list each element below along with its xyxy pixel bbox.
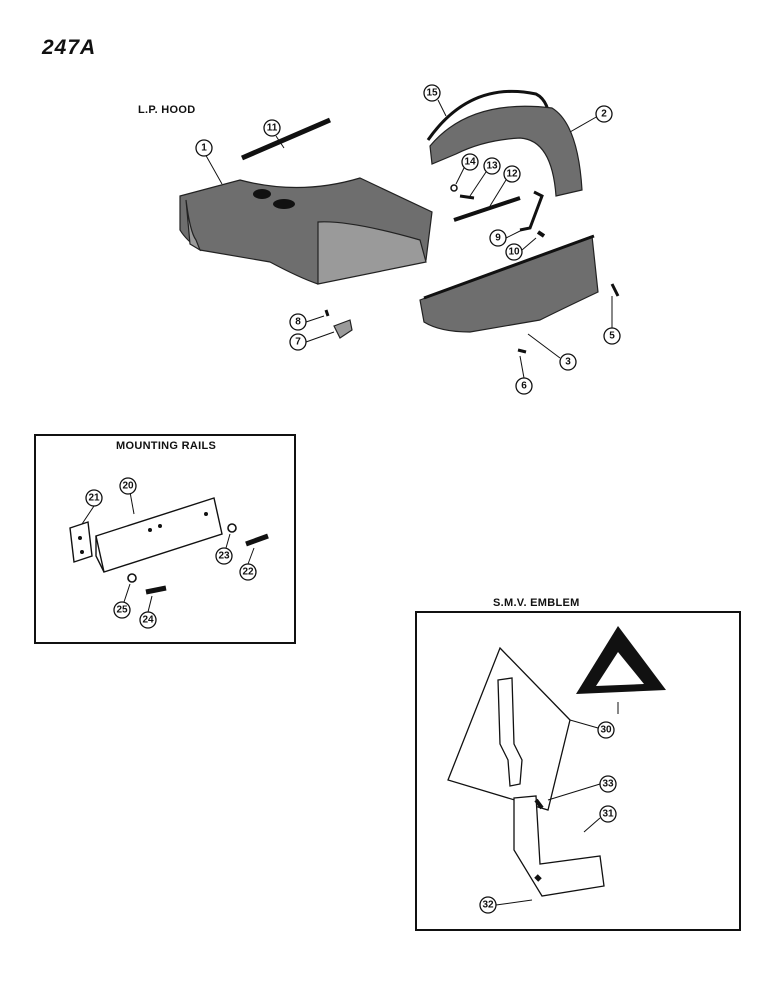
lower-panel-part-3 <box>419 235 599 333</box>
callout-33: 33 <box>602 779 614 790</box>
fastener-part-13 <box>459 194 475 200</box>
bolt-part-5 <box>610 283 620 297</box>
callout-2: 2 <box>601 109 607 120</box>
bolt-part-6 <box>517 348 527 354</box>
callout-32: 32 <box>482 900 494 911</box>
emblem-part-30 <box>447 646 571 811</box>
rail-part-20 <box>95 497 223 573</box>
bolt-part-10 <box>536 230 546 238</box>
smv-emblem-title: S.M.V. EMBLEM <box>493 597 580 609</box>
bolt-part-24 <box>145 585 167 595</box>
callout-21: 21 <box>88 493 100 504</box>
bolt-part-8 <box>324 309 330 317</box>
callout-9: 9 <box>495 233 501 244</box>
rod-part-12 <box>453 196 521 222</box>
callout-14: 14 <box>464 157 476 168</box>
callout-8: 8 <box>295 317 301 328</box>
clip-part-7 <box>333 319 353 339</box>
emblem-triangle-icon <box>576 626 666 694</box>
callout-6: 6 <box>521 381 527 392</box>
callout-15: 15 <box>426 88 438 99</box>
washer-part-25 <box>127 573 137 583</box>
lp-hood-title: L.P. HOOD <box>138 104 196 116</box>
block-part-21 <box>69 521 93 563</box>
callout-31: 31 <box>602 809 614 820</box>
screw-part-33 <box>534 798 544 810</box>
callout-12: 12 <box>506 169 518 180</box>
callout-5: 5 <box>609 331 615 342</box>
washer-part-23 <box>227 523 237 533</box>
callout-1: 1 <box>201 143 207 154</box>
side-panel-part-2 <box>429 105 583 197</box>
callout-25: 25 <box>116 605 128 616</box>
callout-13: 13 <box>486 161 498 172</box>
callout-7: 7 <box>295 337 301 348</box>
bracket-part-9 <box>519 190 544 232</box>
hood-part-1 <box>179 177 433 285</box>
callout-23: 23 <box>218 551 230 562</box>
page-number: 247A <box>42 36 97 59</box>
callout-22: 22 <box>242 567 254 578</box>
callout-20: 20 <box>122 481 134 492</box>
callout-11: 11 <box>267 123 278 134</box>
mounting-rails-title: MOUNTING RAILS <box>116 440 217 452</box>
bracket-part-31 <box>513 795 605 897</box>
bolt-part-22 <box>245 533 269 547</box>
callout-24: 24 <box>142 615 154 626</box>
callout-10: 10 <box>508 247 520 258</box>
rod-part-11 <box>241 117 331 161</box>
callout-3: 3 <box>565 357 571 368</box>
washer-part-14 <box>450 184 458 192</box>
nut-part-32 <box>534 874 542 882</box>
callout-30: 30 <box>600 725 612 736</box>
